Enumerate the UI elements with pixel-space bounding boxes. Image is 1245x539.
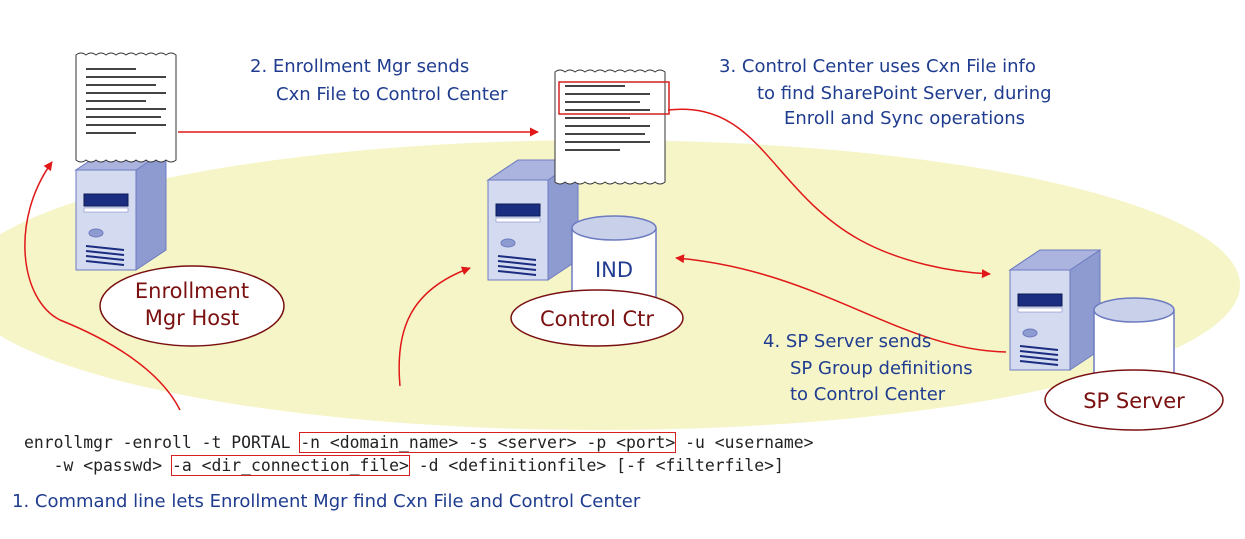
arrow-sp-to-control: [675, 254, 1007, 353]
command-line-1: enrollmgr -enroll -t PORTAL -n <domain_n…: [24, 432, 813, 454]
sp-server-node: SP Server: [1044, 369, 1224, 431]
cxn-file-highlight: [558, 81, 670, 115]
step3-line2: to find SharePoint Server, during: [757, 83, 1052, 104]
cmd-line2-suffix: -d <definitionfile> [-f <filterfile>]: [408, 456, 784, 475]
enrollment-host-label-1: Enrollment: [135, 279, 249, 303]
step4-line3: to Control Center: [790, 384, 946, 405]
step1-caption: 1. Command line lets Enrollment Mgr find…: [12, 491, 641, 512]
enrollment-host-node: Enrollment Mgr Host: [99, 265, 285, 347]
cmd-line1-highlight: -n <domain_name> -s <server> -p <port>: [299, 432, 677, 453]
step3-line1: 3. Control Center uses Cxn File info: [719, 56, 1036, 77]
control-center-node: Control Ctr: [510, 289, 684, 347]
step2-line2: Cxn File to Control Center: [276, 84, 508, 105]
cxn-file-document-icon: [75, 52, 177, 163]
step2-line1: 2. Enrollment Mgr sends: [250, 56, 469, 77]
cmd-line2-highlight: -a <dir_connection_file>: [171, 455, 410, 476]
arrow-find-sp-server: [667, 108, 991, 279]
step4-line1: 4. SP Server sends: [763, 331, 931, 352]
sp-server-label: SP Server: [1083, 389, 1185, 413]
sp-server-icon: [1009, 249, 1101, 371]
control-center-label: Control Ctr: [540, 307, 654, 331]
enrollment-host-server-icon: [75, 149, 167, 271]
arrow-cmd-to-control: [398, 266, 471, 387]
step3-line3: Enroll and Sync operations: [784, 108, 1025, 129]
cmd-line2-prefix: -w <passwd>: [24, 456, 173, 475]
enrollment-host-label-2: Mgr Host: [145, 306, 240, 330]
cmd-line1-prefix: enrollmgr -enroll -t PORTAL: [24, 433, 301, 452]
control-center-cxn-file-icon: [554, 69, 670, 185]
step4-line2: SP Group definitions: [790, 358, 973, 379]
command-line-2: -w <passwd> -a <dir_connection_file> -d …: [24, 455, 784, 477]
cmd-line1-suffix: -u <username>: [675, 433, 814, 452]
arrow-cmd-to-host: [24, 161, 181, 411]
ind-label: IND: [595, 258, 633, 282]
